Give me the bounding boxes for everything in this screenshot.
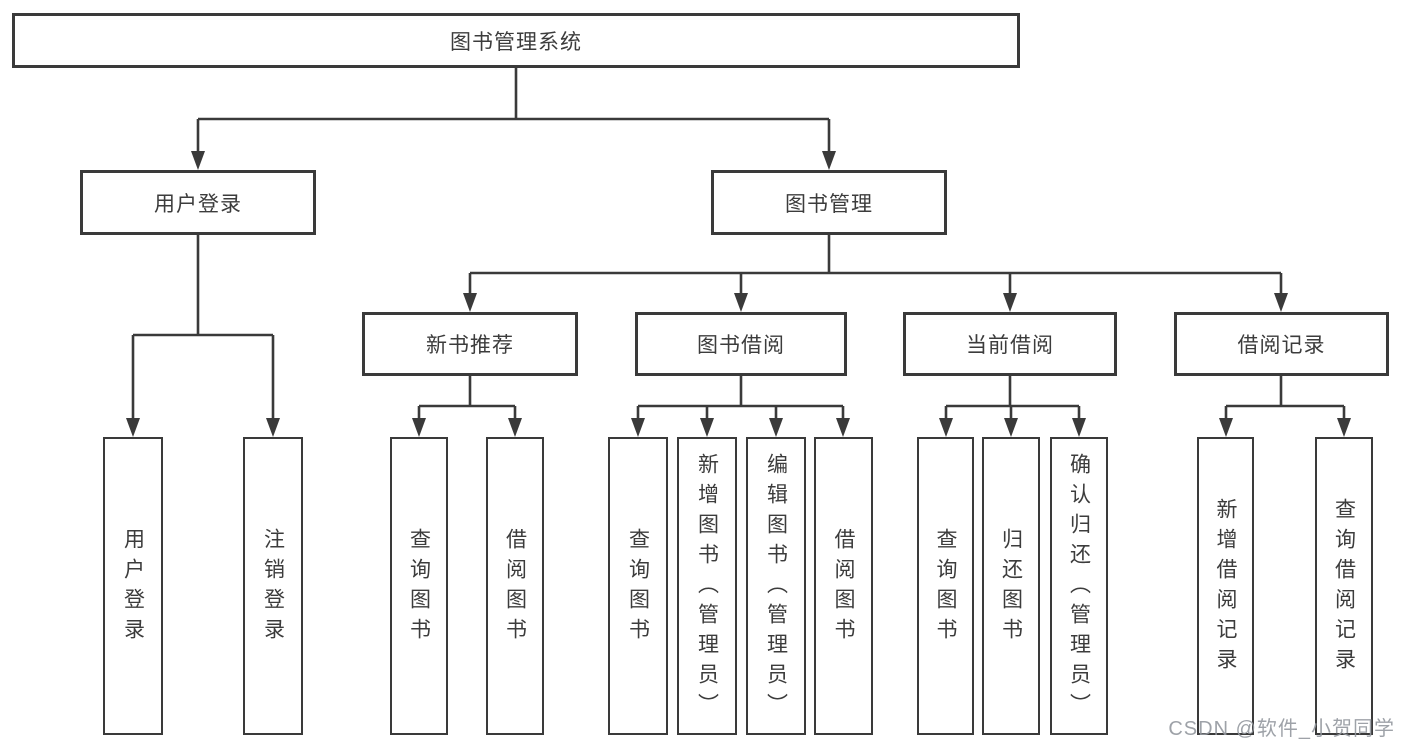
leaf-borrow-books-recommend: 借阅图书 (486, 437, 544, 735)
csdn-watermark: CSDN @软件_小贺同学 (1168, 718, 1395, 740)
leaf-edit-books-admin: 编辑图书（管理员） (746, 437, 806, 735)
connector-book-borrowing-to-children (636, 376, 845, 423)
node-new-book-recommend: 新书推荐 (362, 312, 578, 376)
node-current-borrowing: 当前借阅 (903, 312, 1117, 376)
connector-current-borrowing-to-children (944, 376, 1081, 423)
leaf-borrow-books: 借阅图书 (814, 437, 873, 735)
connector-borrow-records-to-children (1224, 376, 1346, 423)
leaf-query-books-recommend: 查询图书 (390, 437, 448, 735)
leaf-query-books-borrowing: 查询图书 (608, 437, 668, 735)
leaf-confirm-return-admin: 确认归还（管理员） (1050, 437, 1108, 735)
node-book-borrowing: 图书借阅 (635, 312, 847, 376)
node-user-login: 用户登录 (80, 170, 316, 235)
leaf-add-books-admin: 新增图书（管理员） (677, 437, 737, 735)
leaf-user-login: 用户登录 (103, 437, 163, 735)
node-book-management: 图书管理 (711, 170, 947, 235)
leaf-query-borrow-record: 查询借阅记录 (1315, 437, 1373, 735)
connector-root-to-level2 (196, 68, 831, 156)
connector-user-login-to-children (131, 235, 275, 423)
leaf-logout: 注销登录 (243, 437, 303, 735)
leaf-query-books-current: 查询图书 (917, 437, 974, 735)
node-library-management-system: 图书管理系统 (12, 13, 1020, 68)
connector-book-management-to-children (468, 235, 1283, 298)
leaf-add-borrow-record: 新增借阅记录 (1197, 437, 1254, 735)
connector-new-book-recommend-to-children (417, 376, 517, 423)
arrowheads (126, 151, 1351, 437)
leaf-return-books: 归还图书 (982, 437, 1040, 735)
node-borrow-records: 借阅记录 (1174, 312, 1389, 376)
